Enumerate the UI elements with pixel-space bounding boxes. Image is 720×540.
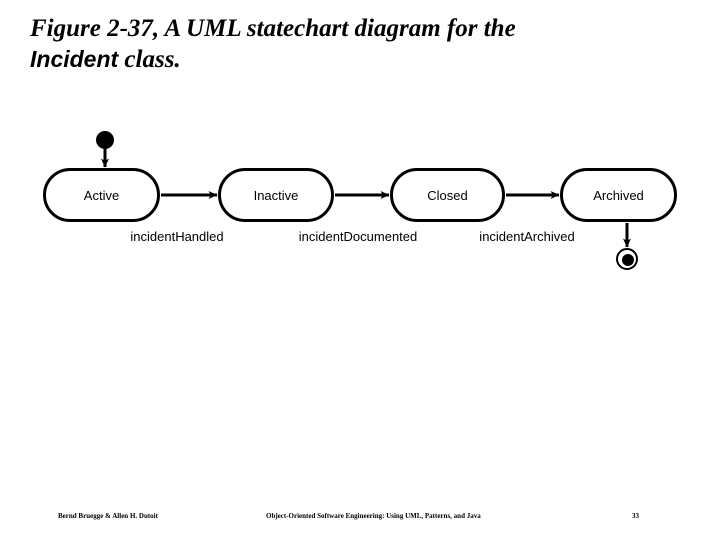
footer-authors: Bernd Bruegge & Allen H. Dutoit <box>58 512 158 520</box>
initial-state-icon <box>96 131 114 149</box>
final-state-inner-dot <box>622 254 634 266</box>
title-line-2-rest: class. <box>118 45 181 73</box>
slide-footer: Bernd Bruegge & Allen H. Dutoit Object-O… <box>0 512 720 532</box>
state-label-archived: Archived <box>593 187 644 203</box>
title-class-name: Incident <box>30 45 119 72</box>
transition-label-incident-documented: incidentDocumented <box>298 229 418 244</box>
state-node-archived[interactable]: Archived <box>560 168 677 222</box>
page-title: Figure 2-37, A UML statechart diagram fo… <box>30 14 630 75</box>
transition-label-incident-handled: incidentHandled <box>130 229 224 244</box>
state-node-active[interactable]: Active <box>43 168 160 222</box>
transition-label-incident-archived: incidentArchived <box>479 229 575 244</box>
state-node-inactive[interactable]: Inactive <box>218 168 334 222</box>
title-line-1: Figure 2-37, A UML statechart diagram fo… <box>30 15 516 42</box>
state-label-inactive: Inactive <box>253 187 299 203</box>
state-label-closed: Closed <box>427 187 468 203</box>
title-line-2: Incident class. <box>30 45 630 76</box>
state-label-active: Active <box>83 187 120 203</box>
final-state-icon <box>616 248 638 270</box>
state-node-closed[interactable]: Closed <box>390 168 505 222</box>
footer-page-number: 33 <box>632 512 639 520</box>
footer-book-title: Object-Oriented Software Engineering: Us… <box>266 512 481 520</box>
